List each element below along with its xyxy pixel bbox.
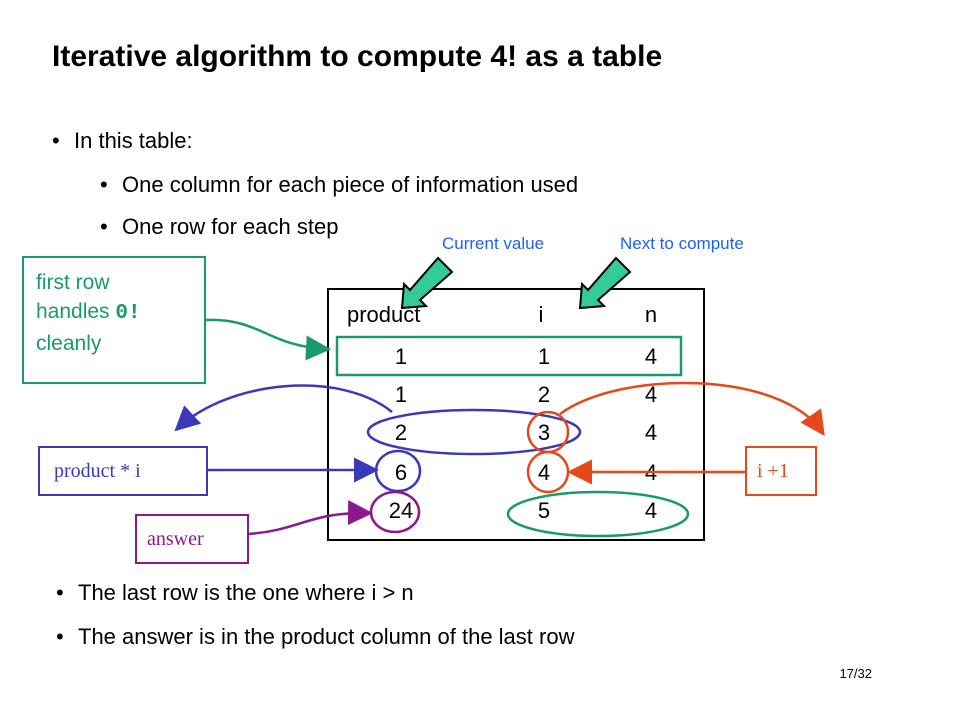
first-row-pointer xyxy=(205,318,331,361)
row3-i: 3 xyxy=(537,420,551,445)
row4-product: 6 xyxy=(394,460,408,485)
row3-n: 4 xyxy=(644,420,658,445)
first-row-highlight xyxy=(335,335,683,377)
last-row-ellipse xyxy=(506,490,690,538)
slide-title: Iterative algorithm to compute 4! as a t… xyxy=(52,40,663,73)
i-plus-1-note: i +1 xyxy=(745,446,817,496)
increment-arrow-out xyxy=(559,381,825,437)
bullet-columns: •One column for each piece of informatio… xyxy=(100,172,579,197)
header-i: i xyxy=(538,302,544,327)
row1-n: 4 xyxy=(644,344,658,369)
bullet-intro: •In this table: xyxy=(52,128,193,153)
answer-note: answer xyxy=(135,514,249,564)
current-value-arrow xyxy=(400,256,454,310)
next-to-compute-arrow xyxy=(578,256,632,310)
answer-ellipse xyxy=(369,490,421,534)
bullet-answer: •The answer is in the product column of … xyxy=(56,624,575,649)
row1-product: 1 xyxy=(394,344,408,369)
next-to-compute-label: Next to compute xyxy=(620,234,744,253)
i-next-ellipse xyxy=(526,450,570,494)
row2-n: 4 xyxy=(644,382,658,407)
page-number: 17/32 xyxy=(839,666,872,681)
current-value-label: Current value xyxy=(442,234,545,253)
row4-i: 4 xyxy=(537,460,551,485)
product-times-i-note: product * i xyxy=(38,446,208,496)
row2-i: 2 xyxy=(537,382,551,407)
row5-n: 4 xyxy=(644,498,658,523)
row5-i: 5 xyxy=(537,498,551,523)
factorial-table: product i n 1 1 4 1 2 4 2 3 4 6 4 4 24 5… xyxy=(327,288,705,541)
row1-i: 1 xyxy=(537,344,551,369)
product-i-ellipse xyxy=(366,408,582,456)
first-row-note: first row handles 0! cleanly xyxy=(22,256,206,384)
product-result-ellipse xyxy=(374,449,422,493)
i-current-ellipse xyxy=(526,410,570,454)
product-arrow-out xyxy=(174,384,393,432)
row2-product: 1 xyxy=(394,382,408,407)
answer-arrow xyxy=(248,500,373,536)
bullet-rows: •One row for each step xyxy=(100,214,339,239)
bullet-last-row: •The last row is the one where i > n xyxy=(56,580,414,605)
row5-product: 24 xyxy=(388,498,414,523)
row3-product: 2 xyxy=(394,420,408,445)
header-n: n xyxy=(644,302,658,327)
